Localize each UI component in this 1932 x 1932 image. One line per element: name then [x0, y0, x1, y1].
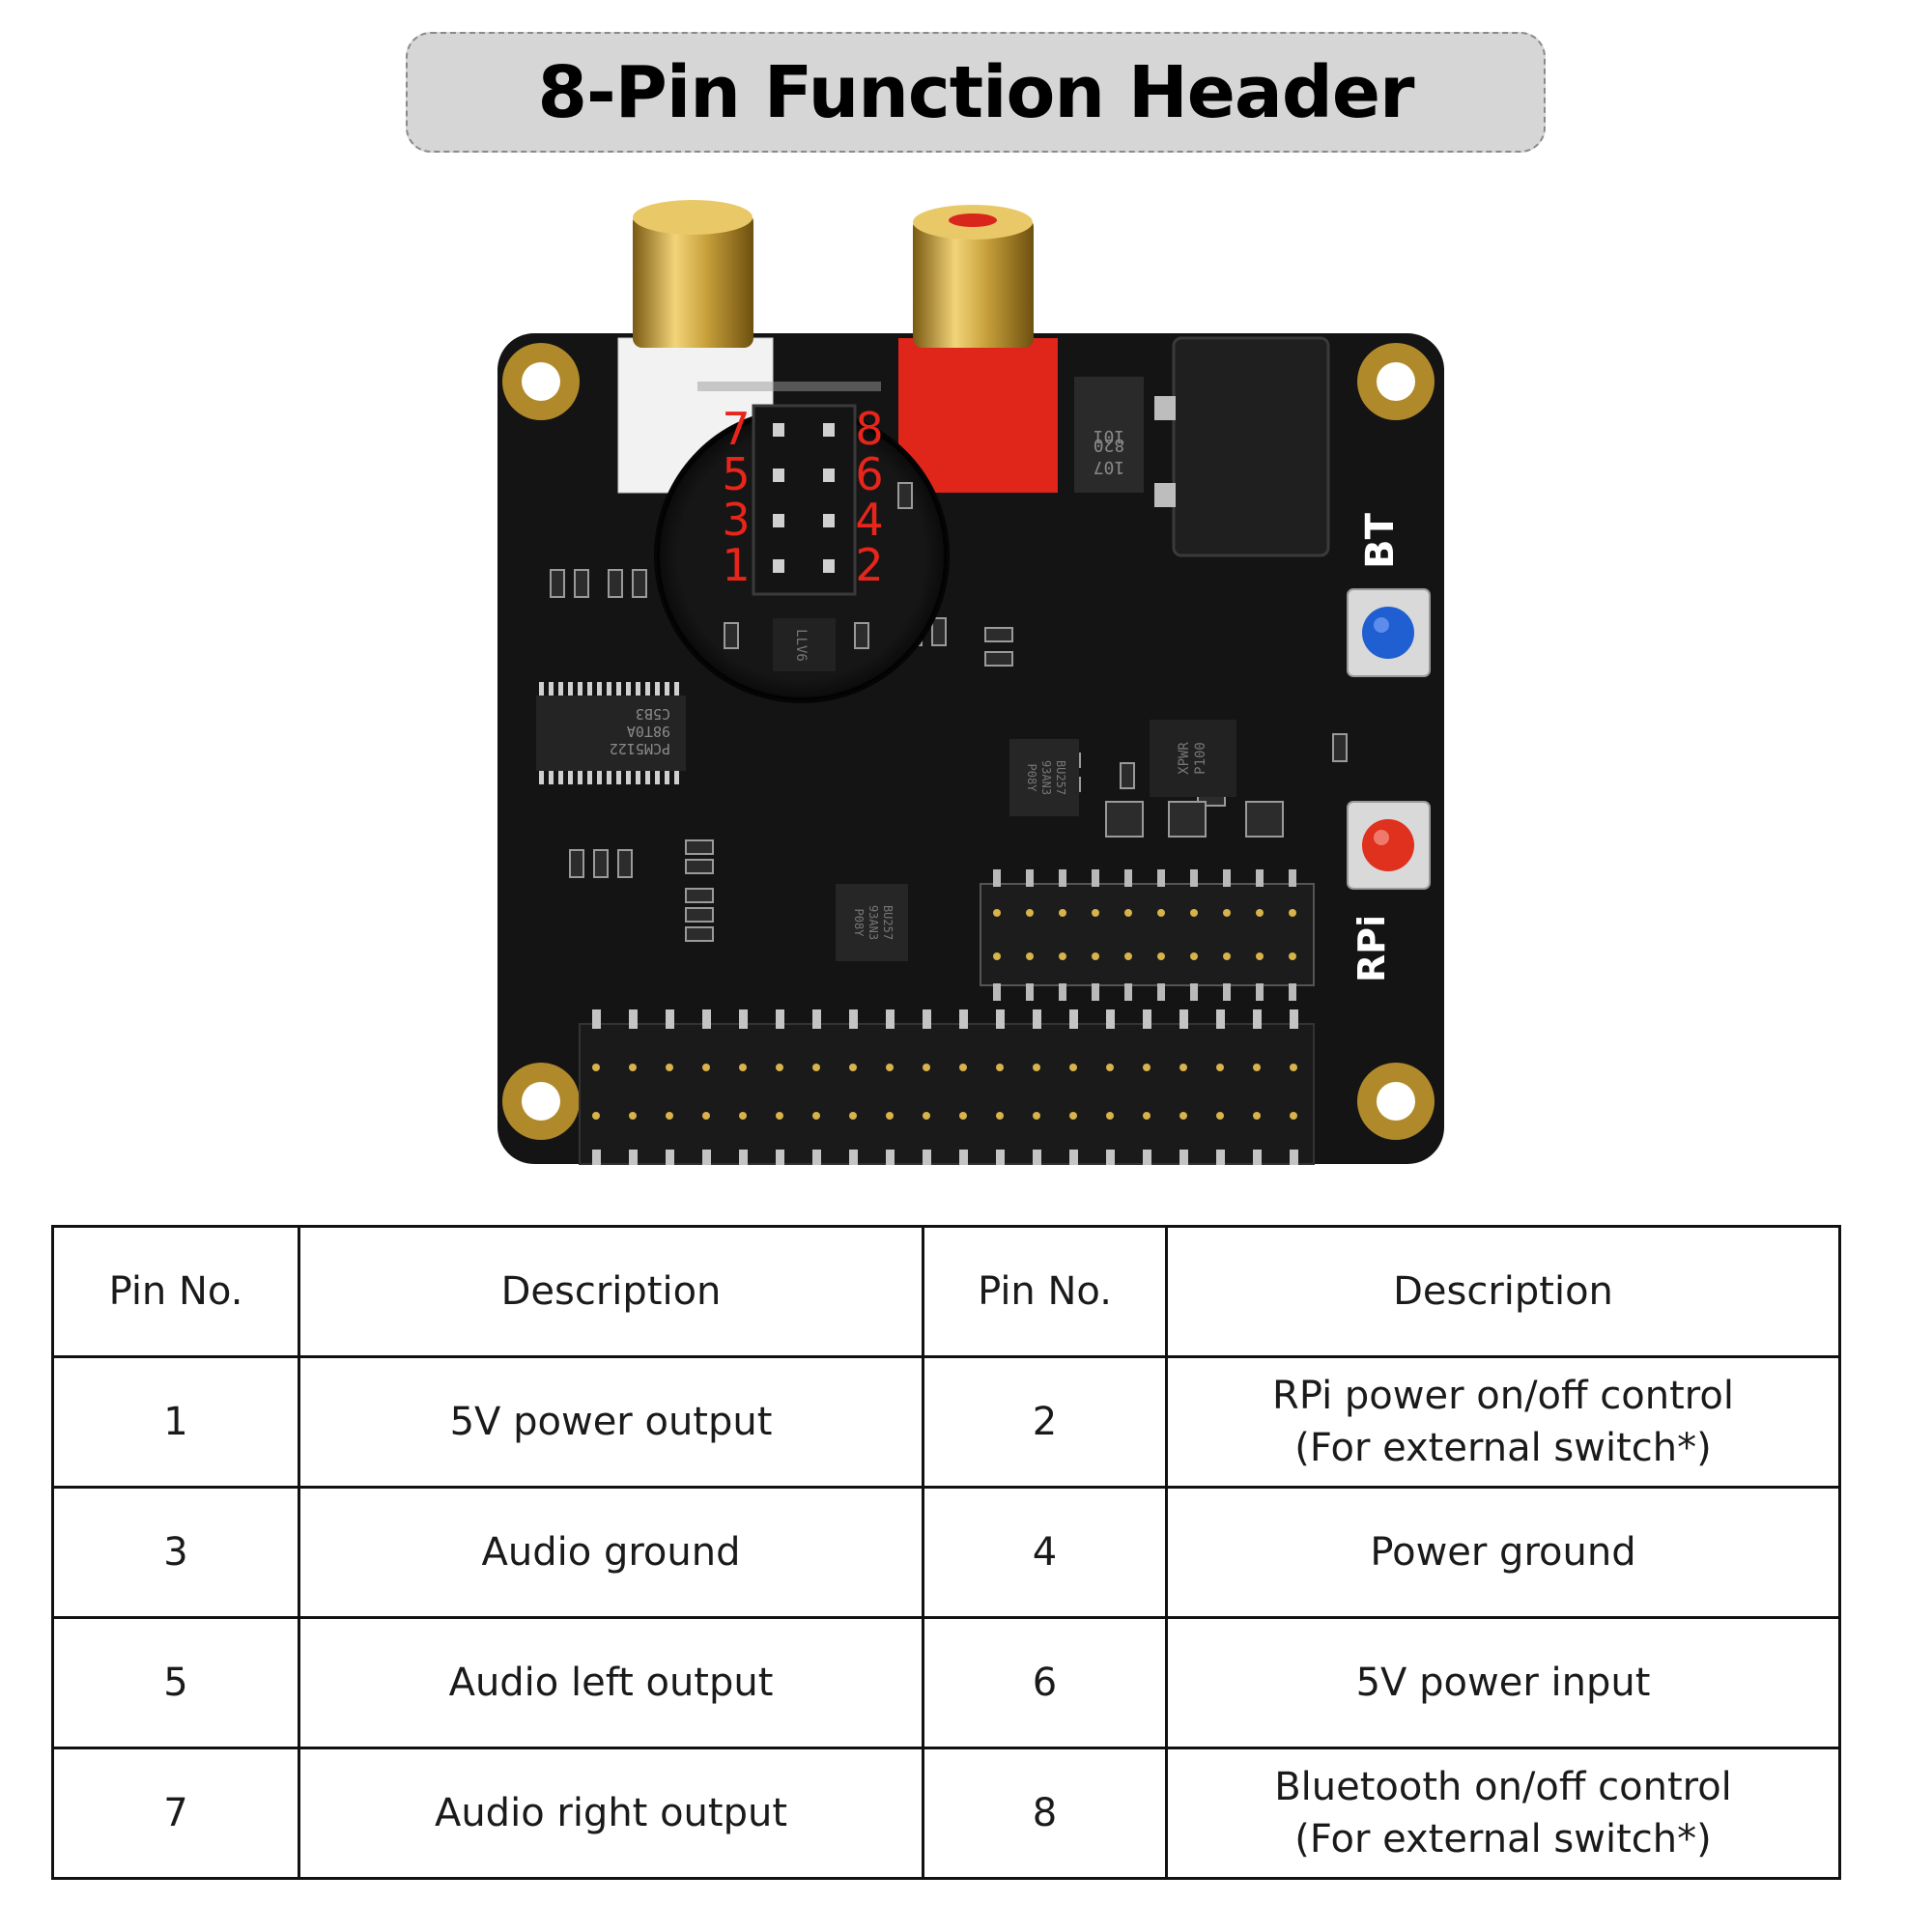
pin-number: 2 — [922, 1355, 1168, 1489]
svg-text:101: 101 — [1094, 426, 1125, 446]
pin-label-2: 2 — [855, 539, 883, 591]
board-photo: 820 101 107 PCM5122 98T0A C5B3 — [483, 193, 1449, 1179]
pin-description: Audio right output — [298, 1747, 924, 1880]
pin-number: 3 — [51, 1486, 300, 1619]
dac-chip-line3: C5B3 — [636, 705, 670, 723]
rca-left-connector — [617, 200, 774, 494]
diode — [1074, 377, 1144, 493]
page-title: 8-Pin Function Header — [537, 50, 1414, 134]
pin-description: Audio ground — [298, 1486, 924, 1619]
pin-description: 5V power output — [298, 1355, 924, 1489]
bu-top-line3: P08Y — [1025, 764, 1038, 793]
bu-bottom-line2: 93AN3 — [867, 905, 880, 940]
title-banner: 8-Pin Function Header — [406, 32, 1546, 153]
pin-description: Audio left output — [298, 1616, 924, 1749]
bu-chip-top: BU257 93AN3 P08Y — [1009, 739, 1079, 816]
pin-description: RPi power on/off control (For external s… — [1165, 1355, 1841, 1489]
mounting-holes — [502, 343, 1435, 1140]
pin-label-4: 4 — [855, 494, 883, 546]
llv-chip-label: LLV6 — [793, 629, 809, 662]
pin-description-line1: Power ground — [1370, 1530, 1636, 1575]
pin-description-line2: (For external switch*) — [1294, 1426, 1712, 1470]
pin-number: 4 — [922, 1486, 1168, 1619]
rpi-silkscreen-label: RPi — [1350, 915, 1393, 982]
header-pin-no-b: Pin No. — [922, 1225, 1168, 1358]
table-row: 3 Audio ground 4 Power ground — [51, 1486, 1841, 1619]
table-header-row: Pin No. Description Pin No. Description — [51, 1225, 1841, 1358]
pin-description-line1: 5V power input — [1355, 1661, 1651, 1705]
magnifier-lens: 7 8 5 6 3 4 1 2 LLV6 — [654, 382, 950, 703]
pin-description-line1: Bluetooth on/off control — [1274, 1765, 1732, 1809]
dac-chip-line1: PCM5122 — [610, 740, 670, 757]
secondary-pin-header — [980, 869, 1315, 1001]
svg-text:107: 107 — [1094, 457, 1125, 477]
bu-top-line1: BU257 — [1054, 760, 1067, 795]
pin-description: 5V power input — [1165, 1616, 1841, 1749]
pin-number: 1 — [51, 1355, 300, 1489]
bu-chip-bottom: BU257 93AN3 P08Y — [836, 884, 908, 961]
bu-top-line2: 93AN3 — [1039, 760, 1053, 795]
bt-silkscreen-label: BT — [1358, 512, 1403, 568]
svg-text:820: 820 — [1094, 435, 1125, 455]
table-row: 5 Audio left output 6 5V power input — [51, 1616, 1841, 1749]
bt-button — [1347, 588, 1431, 677]
dac-chip: PCM5122 98T0A C5B3 — [536, 682, 686, 784]
pin-label-8: 8 — [855, 403, 883, 455]
pin-description: Bluetooth on/off control (For external s… — [1165, 1747, 1841, 1880]
pin-number: 7 — [51, 1747, 300, 1880]
pin-label-6: 6 — [855, 448, 883, 500]
dc-jack — [1172, 336, 1330, 557]
bu-bottom-line3: P08Y — [852, 909, 866, 938]
header-pin-no-a: Pin No. — [51, 1225, 300, 1358]
regulator-line2: P100 — [1193, 742, 1208, 775]
pin-number: 8 — [922, 1747, 1168, 1880]
dac-chip-line2: 98T0A — [627, 723, 670, 740]
pin-description-table: Pin No. Description Pin No. Description … — [51, 1225, 1841, 1880]
table-row: 1 5V power output 2 RPi power on/off con… — [51, 1355, 1841, 1489]
regulator-chip: XPWR P100 — [1150, 720, 1236, 797]
pin-description: Power ground — [1165, 1486, 1841, 1619]
board-illustration: 820 101 107 PCM5122 98T0A C5B3 — [497, 200, 1444, 1165]
pin-label-1: 1 — [722, 539, 750, 591]
regulator-line1: XPWR — [1177, 742, 1192, 775]
pin-label-3: 3 — [722, 494, 750, 546]
pin-number: 6 — [922, 1616, 1168, 1749]
bu-bottom-line1: BU257 — [881, 905, 895, 940]
pin-number: 5 — [51, 1616, 300, 1749]
pin-description-line1: RPi power on/off control — [1272, 1374, 1734, 1418]
pin-label-5: 5 — [722, 448, 750, 500]
header-description-a: Description — [298, 1225, 924, 1358]
gpio-40-pin-header — [579, 1009, 1315, 1165]
header-description-b: Description — [1165, 1225, 1841, 1358]
pin-description-line2: (For external switch*) — [1294, 1817, 1712, 1861]
rpi-button — [1347, 801, 1431, 890]
table-row: 7 Audio right output 8 Bluetooth on/off … — [51, 1747, 1841, 1880]
eight-pin-header — [752, 404, 857, 596]
rca-right-connector — [898, 205, 1058, 493]
pin-label-7: 7 — [722, 403, 750, 455]
